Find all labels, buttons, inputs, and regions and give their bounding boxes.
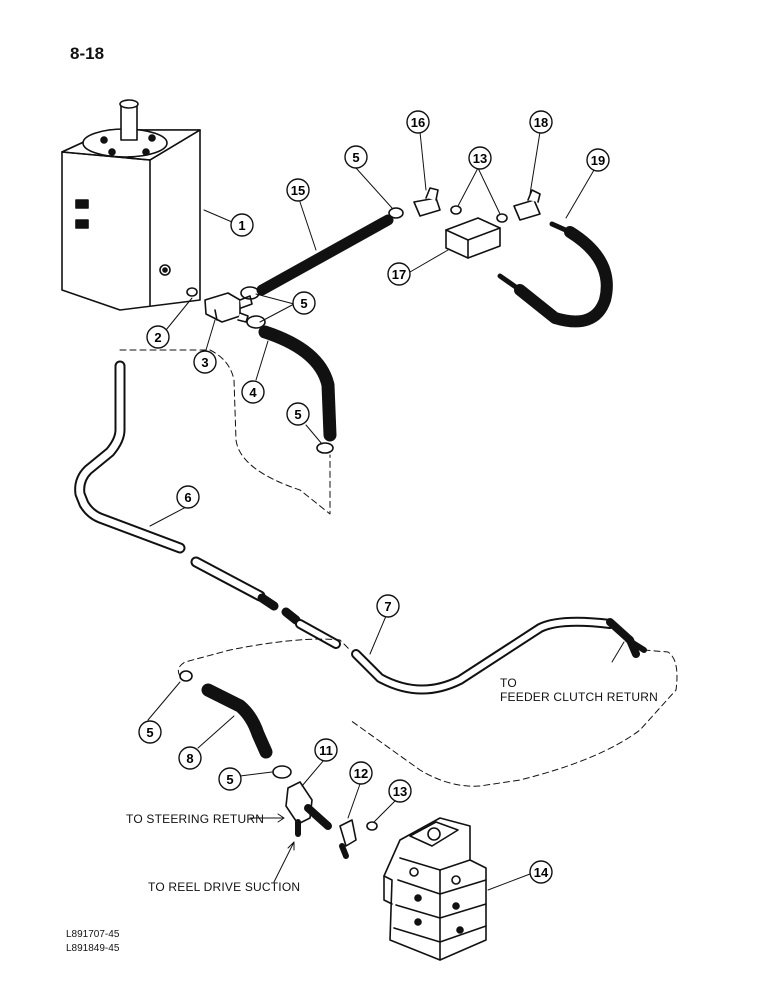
o-rings-13-upper — [450, 205, 508, 223]
callout-1-label: 1 — [238, 218, 245, 233]
callout-15-label: 15 — [291, 183, 305, 198]
callout-2-label: 2 — [154, 330, 161, 345]
page-number: 8-18 — [70, 44, 105, 63]
callout-1: 1 — [230, 213, 254, 237]
hose-clamp-5-top — [388, 207, 404, 219]
callout-19: 19 — [586, 148, 610, 172]
callout-3: 3 — [193, 350, 217, 374]
routing-line-upper — [119, 349, 331, 515]
o-ring-2 — [186, 287, 198, 297]
feeder-to-label: TO — [500, 676, 517, 690]
hose-8 — [201, 683, 273, 759]
elbow-fitting-18 — [513, 189, 541, 221]
callout-2: 2 — [146, 325, 170, 349]
hose-15 — [256, 214, 394, 296]
callouts: 1 2 3 4 5 5 5 5 6 7 5 8 5 11 12 13 14 15… — [138, 110, 610, 884]
callout-5-label: 5 — [294, 407, 301, 422]
callout-5: 5 — [292, 291, 316, 315]
callout-7-label: 7 — [384, 599, 391, 614]
adapter-fitting-12 — [339, 819, 357, 859]
callout-5-label: 5 — [146, 725, 153, 740]
reference-code-2: L891849-45 — [66, 943, 120, 954]
hose-19 — [497, 221, 613, 328]
callout-12: 12 — [349, 761, 373, 785]
hose-clamp-5-bottom — [272, 765, 292, 779]
tube-6 — [74, 360, 279, 611]
hose-4 — [258, 325, 337, 442]
callout-4: 4 — [241, 380, 265, 404]
control-valve-14 — [383, 817, 487, 961]
callout-5: 5 — [344, 145, 368, 169]
callout-5: 5 — [286, 402, 310, 426]
callout-5-label: 5 — [352, 150, 359, 165]
reference-code-1: L891707-45 — [66, 929, 120, 940]
steering-return-label: TO STEERING RETURN — [126, 812, 265, 826]
callout-17-label: 17 — [392, 267, 406, 282]
reel-drive-suction-label: TO REEL DRIVE SUCTION — [148, 880, 301, 894]
callout-14: 14 — [529, 860, 553, 884]
callout-14-label: 14 — [534, 865, 549, 880]
callout-18-label: 18 — [534, 115, 548, 130]
callout-13: 13 — [388, 779, 412, 803]
callout-16-label: 16 — [411, 115, 425, 130]
callout-5: 5 — [218, 767, 242, 791]
tee-fitting-3 — [204, 292, 253, 323]
hose-clamp-5-left — [179, 670, 193, 682]
callout-6-label: 6 — [184, 490, 191, 505]
hose-clamp-5-lower — [316, 442, 334, 454]
callout-13-label: 13 — [393, 784, 407, 799]
callout-11: 11 — [314, 738, 338, 762]
routing-line-lower — [177, 638, 678, 787]
callout-12-label: 12 — [354, 766, 368, 781]
o-ring-13-lower — [366, 821, 378, 831]
callout-8-label: 8 — [186, 751, 193, 766]
elbow-fitting-16 — [413, 187, 441, 217]
leader-lines — [147, 131, 625, 891]
callout-7: 7 — [376, 594, 400, 618]
callout-13-label: 13 — [473, 151, 487, 166]
callout-11-label: 11 — [319, 743, 333, 758]
callout-6: 6 — [176, 485, 200, 509]
callout-17: 17 — [387, 262, 411, 286]
callout-8: 8 — [178, 746, 202, 770]
callout-16: 16 — [406, 110, 430, 134]
tee-fitting-11 — [285, 781, 332, 837]
callout-3-label: 3 — [201, 355, 208, 370]
callout-15: 15 — [286, 178, 310, 202]
callout-19-label: 19 — [591, 153, 605, 168]
connector-block-17 — [445, 217, 501, 259]
callout-13: 13 — [468, 146, 492, 170]
callout-5-label: 5 — [226, 772, 233, 787]
callout-5-label: 5 — [300, 296, 307, 311]
callout-4-label: 4 — [249, 385, 257, 400]
feeder-clutch-return-label: FEEDER CLUTCH RETURN — [500, 690, 659, 704]
hydraulic-reservoir-tank — [61, 99, 201, 311]
tube-7 — [281, 607, 647, 695]
callout-5: 5 — [138, 720, 162, 744]
callout-18: 18 — [529, 110, 553, 134]
